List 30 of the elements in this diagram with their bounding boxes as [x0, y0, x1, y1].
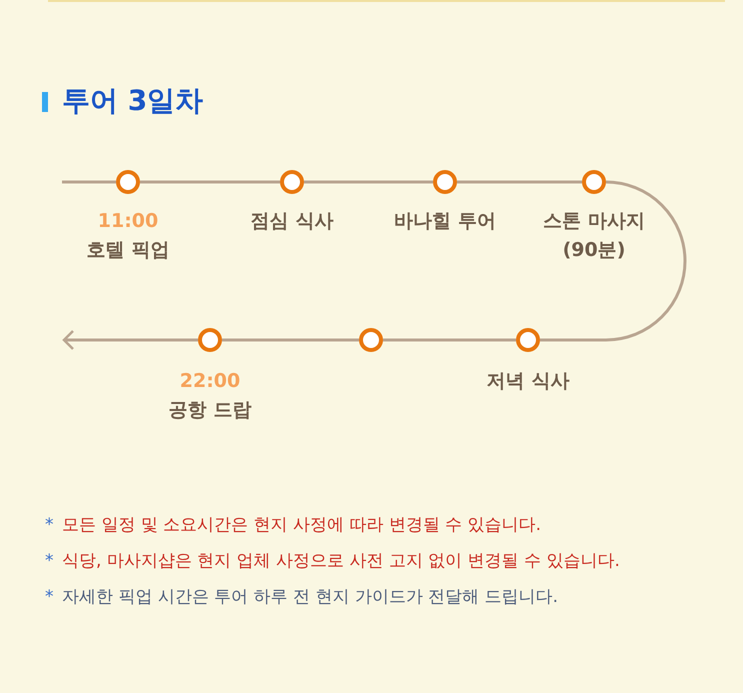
- timeline-line: [222, 338, 359, 342]
- stop-circle: [198, 328, 222, 352]
- timeline-line: [457, 180, 582, 184]
- timeline-line: [140, 180, 280, 184]
- stop-label: 저녁 식사: [486, 369, 570, 394]
- stop-label: 스톤 마사지 (90분): [542, 209, 646, 263]
- stop-label: 호텔 픽업: [86, 238, 170, 263]
- timeline-line: [540, 180, 686, 342]
- note-marker: *: [45, 586, 54, 608]
- stop-circle: [516, 328, 540, 352]
- note-text: 모든 일정 및 소요시간은 현지 사정에 따라 변경될 수 있습니다.: [62, 514, 542, 536]
- note-marker: *: [45, 550, 54, 572]
- title: 투어 3일차: [62, 84, 204, 118]
- note-marker: *: [45, 514, 54, 536]
- stop-label: 바나힐 투어: [393, 209, 497, 234]
- stop-circle: [280, 170, 304, 194]
- timeline-arrow: [62, 330, 198, 350]
- time-label: 22:00: [178, 369, 242, 394]
- note-text: 자세한 픽업 시간은 투어 하루 전 현지 가이드가 전달해 드립니다.: [62, 586, 558, 608]
- note-text: 식당, 마사지샵은 현지 업체 사정으로 사전 고지 없이 변경될 수 있습니다.: [62, 550, 620, 572]
- timeline-line: [383, 338, 516, 342]
- stop-label: 점심 식사: [250, 209, 334, 234]
- timeline-line: [62, 180, 116, 184]
- stop-label: 공항 드랍: [168, 398, 252, 423]
- time-label: 11:00: [96, 209, 160, 234]
- stop-circle: [359, 328, 383, 352]
- stop-circle: [433, 170, 457, 194]
- stop-circle: [582, 170, 606, 194]
- stop-circle: [116, 170, 140, 194]
- timeline-line: [304, 180, 433, 184]
